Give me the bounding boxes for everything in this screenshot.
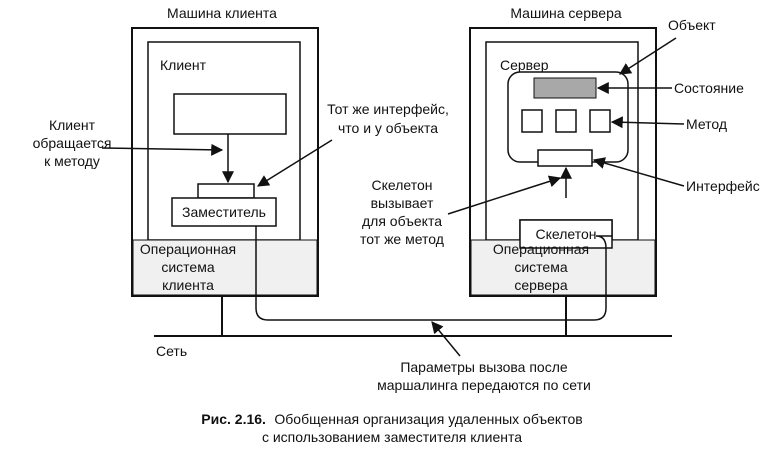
object-pointer: [618, 37, 677, 75]
network-label: Сеть: [156, 343, 187, 359]
marshalled-line-2: маршалинга передаются по сети: [377, 377, 591, 393]
skeleton-calls-line-3: для объекта: [362, 213, 442, 229]
skeleton-calls-pointer: [447, 175, 562, 215]
client-os-box: [132, 239, 318, 296]
skeleton-calls-line-2: вызывает: [371, 195, 434, 211]
method-box-3: [589, 109, 611, 133]
skeleton-calls-line-1: Скелетон: [372, 177, 433, 193]
same-interface-line-2: что и у объекта: [338, 120, 438, 136]
client-os-line-1: Операционная: [140, 241, 236, 257]
figure-caption-text-1: Обобщенная организация удаленных объекто…: [274, 411, 582, 427]
method-pointer: [610, 116, 685, 129]
marshalled-pointer: [431, 321, 461, 357]
interface-pointer: [592, 157, 685, 187]
figure-caption-line-1: Рис. 2.16. Обобщенная организация удален…: [201, 411, 582, 428]
figure-number: Рис. 2.16.: [201, 411, 266, 427]
method-label: Метод: [686, 116, 727, 132]
same-interface-line-1: Тот же интерфейс,: [327, 101, 449, 117]
figure-caption-line-2: с использованием заместителя клиента: [262, 429, 522, 445]
server-os-line-1: Операционная: [493, 241, 589, 257]
server-process-label: Сервер: [500, 57, 549, 73]
server-os-line-3: сервера: [514, 277, 567, 293]
server-os-line-2: система: [514, 259, 567, 275]
client-calls-pointer: [101, 143, 224, 156]
object-interface: [537, 149, 593, 167]
interface-label: Интерфейс: [686, 178, 760, 194]
client-code-box: [173, 93, 287, 135]
skeleton-box-overlay: [519, 219, 613, 249]
message-path: [255, 226, 612, 321]
method-box-1: [521, 109, 543, 133]
client-calls-line-1: Клиент: [49, 117, 96, 133]
proxy-box: [171, 197, 277, 227]
proxy-interface: [197, 183, 255, 199]
client-process-label: Клиент: [160, 57, 207, 73]
client-calls-line-2: обращается: [33, 135, 112, 151]
client-os-line-3: клиента: [162, 277, 214, 293]
proxy-label: Заместитель: [182, 204, 266, 220]
client-calls-line-3: к методу: [44, 153, 100, 169]
method-box-2: [555, 109, 577, 133]
skeleton-label-overlay: Скелетон: [536, 226, 597, 242]
client-os-line-2: система: [161, 259, 214, 275]
same-interface-pointer: [256, 139, 333, 187]
object-label: Объект: [668, 17, 716, 33]
skeleton-calls-line-4: тот же метод: [360, 231, 444, 247]
marshalled-line-1: Параметры вызова после: [400, 359, 568, 375]
state-label: Состояние: [674, 80, 744, 96]
client-machine-title: Машина клиента: [167, 5, 277, 21]
state-box: [533, 77, 597, 99]
server-machine-title: Машина сервера: [510, 5, 621, 21]
